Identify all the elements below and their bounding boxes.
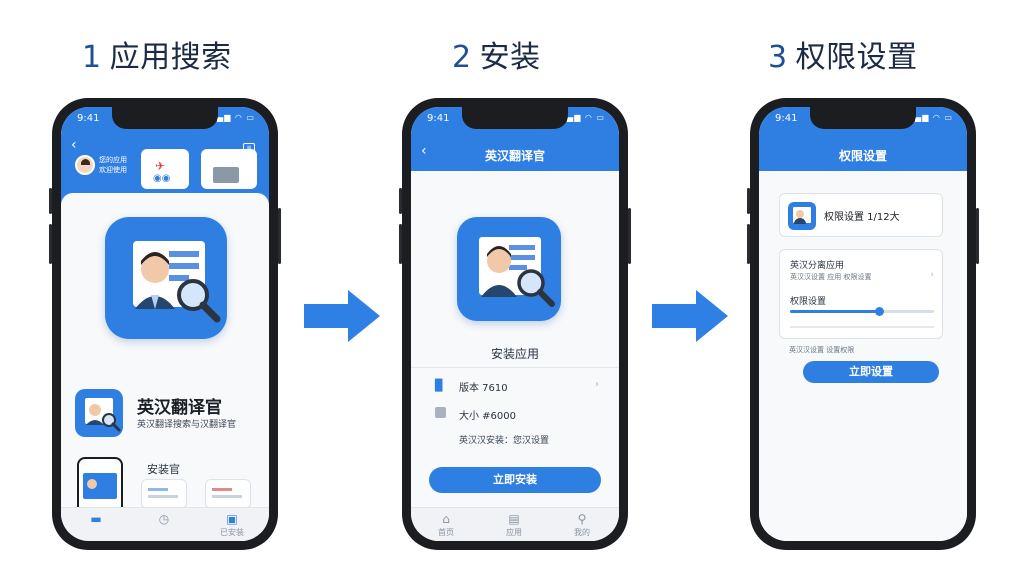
arrow-right-icon: [652, 290, 728, 342]
featured-card[interactable]: [201, 149, 257, 189]
size-info: 大小 #6000: [459, 411, 517, 422]
menu-icon[interactable]: ≡: [243, 143, 255, 153]
bird-icon: ✈: [155, 159, 166, 173]
translator-app-icon: [133, 241, 221, 323]
install-button[interactable]: 立即安装: [429, 467, 601, 493]
chevron-right-icon: ›: [595, 379, 599, 390]
preview-card[interactable]: [141, 479, 187, 509]
permission-settings-card: 英汉分离应用 英汉汉设置 应用 权限设置 › 权限设置: [779, 249, 943, 339]
preview-card[interactable]: [205, 479, 251, 509]
avatar: [75, 155, 95, 175]
settings-button[interactable]: 立即设置: [803, 361, 939, 383]
screen: 9:41 ▂▄▆ ◠ ▭ ‹ 英汉翻译官 安装应用 ▉ 版本 7610 ›: [411, 107, 619, 541]
phone-install: 9:41 ▂▄▆ ◠ ▭ ‹ 英汉翻译官 安装应用 ▉ 版本 7610 ›: [399, 98, 631, 550]
tab-installed[interactable]: ▣已安装: [207, 512, 257, 538]
arrow-right-icon: [304, 290, 380, 342]
card-title: 权限设置 1/12大: [824, 212, 900, 223]
tab-bar: ▬ ◷ ▣已安装: [61, 507, 269, 541]
tab-bar: ⌂首页 ▤应用 ⚲我的: [411, 507, 619, 541]
document-icon: ▤: [508, 512, 520, 526]
app-name: 英汉翻译官: [137, 398, 222, 418]
status-bar: 9:41 ▂▄▆ ◠ ▭: [427, 113, 605, 124]
timer-icon: ◷: [158, 512, 170, 526]
perm-title: 英汉分离应用: [790, 261, 845, 271]
chevron-right-icon: ›: [930, 270, 934, 280]
slider-title: 权限设置: [790, 297, 827, 307]
folder-icon: [213, 167, 239, 183]
location-icon: ⚲: [577, 512, 587, 526]
perm-subtitle: 英汉汉设置 应用 权限设置: [790, 273, 872, 281]
app-subtitle: 英汉翻译搜索与汉翻译官: [137, 420, 237, 430]
screen: 9:41 ▂▄▆ ◠ ▭ ‹ 您的应用 欢迎使用 ✈ ◉◉ ≡: [61, 107, 269, 541]
phone-permissions: 9:41 ▂▄▆ ◠ ▭ 权限设置 权限设置 1/12大 英汉分离应用 英汉汉设…: [747, 98, 979, 550]
storage-icon: [435, 407, 446, 418]
app-icon-large: [457, 217, 561, 321]
result-app-icon[interactable]: [75, 389, 123, 437]
permission-slider[interactable]: [790, 307, 934, 316]
screen: 9:41 ▂▄▆ ◠ ▭ 权限设置 权限设置 1/12大 英汉分离应用 英汉汉设…: [759, 107, 967, 541]
back-icon[interactable]: ‹: [71, 137, 77, 153]
home-icon: ▬: [90, 512, 102, 526]
translator-app-icon: [479, 237, 555, 307]
phone-search: 9:41 ▂▄▆ ◠ ▭ ‹ 您的应用 欢迎使用 ✈ ◉◉ ≡: [49, 98, 281, 550]
profile-chip[interactable]: 您的应用 欢迎使用: [75, 153, 129, 179]
app-icon-large[interactable]: [105, 217, 227, 339]
file-icon: ▉: [435, 379, 444, 392]
home-icon: ⌂: [442, 512, 450, 526]
nav-title: 权限设置: [838, 149, 887, 163]
nav-title: 英汉翻译官: [484, 149, 545, 163]
slider-handle[interactable]: [875, 307, 885, 316]
tab-apps[interactable]: ▤应用: [489, 512, 539, 538]
translator-app-icon: [85, 398, 121, 432]
back-icon[interactable]: ‹: [421, 143, 427, 159]
install-note: 英汉汉安装：您汉设置: [459, 436, 550, 446]
glasses-icon: ◉◉: [153, 173, 171, 184]
tab-home[interactable]: ▬: [71, 512, 121, 527]
tab-home[interactable]: ⌂首页: [421, 512, 471, 538]
tab-profile[interactable]: ⚲我的: [557, 512, 607, 538]
box-icon: ▣: [226, 512, 238, 526]
featured-card[interactable]: ✈ ◉◉: [141, 149, 189, 189]
section-title: 安装官: [147, 463, 180, 476]
version-info: 版本 7610: [459, 383, 508, 394]
status-bar: 9:41 ▂▄▆ ◠ ▭: [77, 113, 255, 124]
tab-timer[interactable]: ◷: [139, 512, 189, 527]
install-label: 安装应用: [490, 347, 539, 361]
perm-note: 英汉汉设置 设置权限: [789, 346, 855, 354]
translator-app-icon: [788, 202, 816, 230]
app-permission-card[interactable]: 权限设置 1/12大: [779, 193, 943, 237]
slider-fill: [790, 310, 880, 313]
status-bar: 9:41 ▂▄▆ ◠ ▭: [775, 113, 953, 124]
